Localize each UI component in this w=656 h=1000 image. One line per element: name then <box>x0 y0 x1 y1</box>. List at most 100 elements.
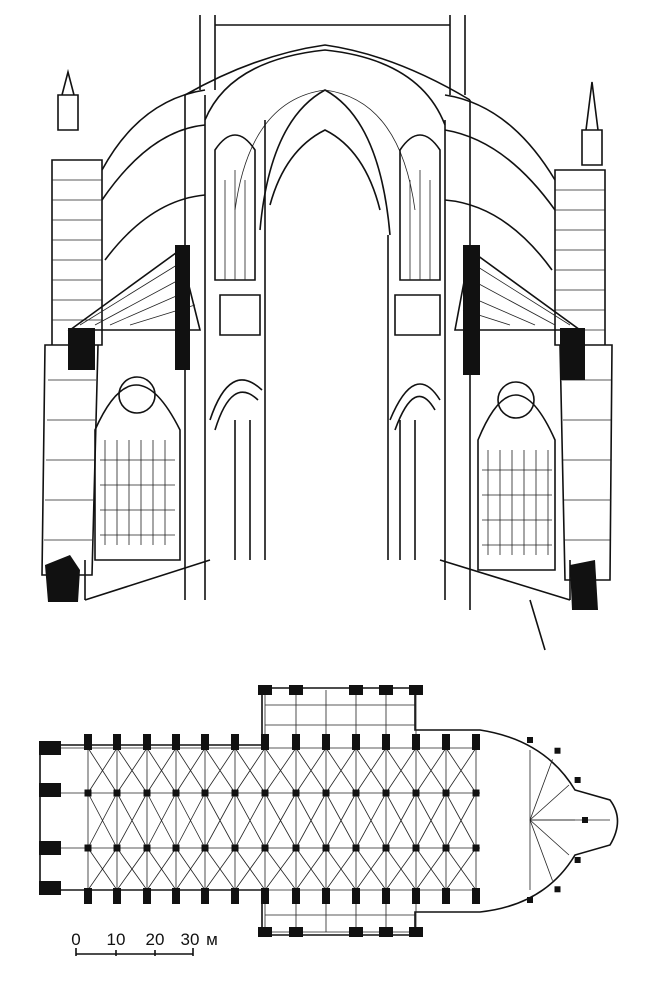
vault-rib <box>146 747 177 794</box>
vault-rib <box>87 747 118 794</box>
pier <box>412 844 420 852</box>
pier <box>574 777 581 783</box>
vault-rib <box>415 747 447 794</box>
scale-label-0: 0 <box>71 930 81 949</box>
pier <box>39 741 61 755</box>
pier <box>172 888 180 904</box>
vault-rib <box>529 759 553 821</box>
pier <box>39 841 61 855</box>
pier <box>84 789 92 797</box>
vault-rib <box>355 747 387 794</box>
vault-rib <box>355 847 387 891</box>
pier <box>172 844 180 852</box>
vault-rib <box>295 792 327 849</box>
plan-piers <box>39 685 588 937</box>
pier <box>582 817 588 823</box>
vault-rib <box>529 784 570 821</box>
pier <box>442 888 450 904</box>
pier <box>527 737 533 743</box>
pier <box>382 844 390 852</box>
pier <box>289 927 303 937</box>
pier <box>39 783 61 797</box>
vault-rib <box>116 847 148 891</box>
pier <box>261 734 269 750</box>
left-nave-wall <box>67 95 266 601</box>
pier <box>472 888 480 904</box>
cathedral-cutaway-elevation <box>41 15 613 651</box>
vault-rib <box>295 847 327 891</box>
pier <box>292 789 300 797</box>
pier <box>442 844 450 852</box>
pier <box>409 927 423 937</box>
pier <box>258 927 272 937</box>
pier <box>84 844 92 852</box>
pier <box>113 789 121 797</box>
vault-rib <box>445 847 477 891</box>
pier <box>261 844 269 852</box>
vault-rib <box>415 847 447 891</box>
pier <box>84 734 92 750</box>
pier <box>322 789 330 797</box>
pier <box>113 734 121 750</box>
pier <box>412 734 420 750</box>
right-nave-wall <box>387 100 585 651</box>
scale-bar <box>75 948 194 956</box>
pier <box>143 734 151 750</box>
pier <box>172 734 180 750</box>
pier <box>379 685 393 695</box>
vault-rib <box>385 847 417 891</box>
pier <box>472 844 480 852</box>
vault-rib <box>445 747 477 794</box>
pier <box>201 888 209 904</box>
vault-rib <box>175 792 206 849</box>
pier <box>143 888 151 904</box>
plan-vault-ribs <box>60 690 610 933</box>
vault-rib <box>529 819 570 856</box>
pier <box>379 927 393 937</box>
central-vault <box>184 15 471 236</box>
vault-rib <box>175 747 206 794</box>
vault-rib <box>445 792 477 849</box>
vault-rib <box>325 747 357 794</box>
pier <box>292 844 300 852</box>
pier <box>231 844 239 852</box>
vault-rib <box>116 747 148 794</box>
pier <box>261 789 269 797</box>
pier <box>527 897 533 903</box>
pier <box>442 789 450 797</box>
vault-rib <box>325 847 357 891</box>
pier <box>231 789 239 797</box>
scale-label-10: 10 <box>106 930 126 949</box>
vault-rib <box>234 792 266 849</box>
pier <box>201 734 209 750</box>
pier <box>113 844 121 852</box>
pier <box>412 888 420 904</box>
pier <box>172 789 180 797</box>
vault-rib <box>355 792 387 849</box>
pier <box>113 888 121 904</box>
scale-label-20: 20 <box>145 930 165 949</box>
vault-rib <box>295 747 327 794</box>
pier <box>554 886 561 893</box>
vault-rib <box>204 847 236 891</box>
vault-rib <box>264 792 297 849</box>
vault-rib <box>204 792 236 849</box>
pier <box>352 789 360 797</box>
vault-rib <box>529 819 553 881</box>
pier <box>322 844 330 852</box>
pier <box>574 857 581 863</box>
pier <box>382 789 390 797</box>
vault-rib <box>264 847 297 891</box>
pier <box>349 685 363 695</box>
vault-rib <box>146 792 177 849</box>
pier <box>231 888 239 904</box>
right-buttress-tower <box>554 81 613 610</box>
scale-label-30: 30 <box>180 930 200 949</box>
scale-unit: м <box>206 930 218 949</box>
pier <box>292 734 300 750</box>
pier <box>352 888 360 904</box>
plan-outline <box>39 687 619 936</box>
pier <box>39 881 61 895</box>
flying-buttresses <box>101 89 556 271</box>
